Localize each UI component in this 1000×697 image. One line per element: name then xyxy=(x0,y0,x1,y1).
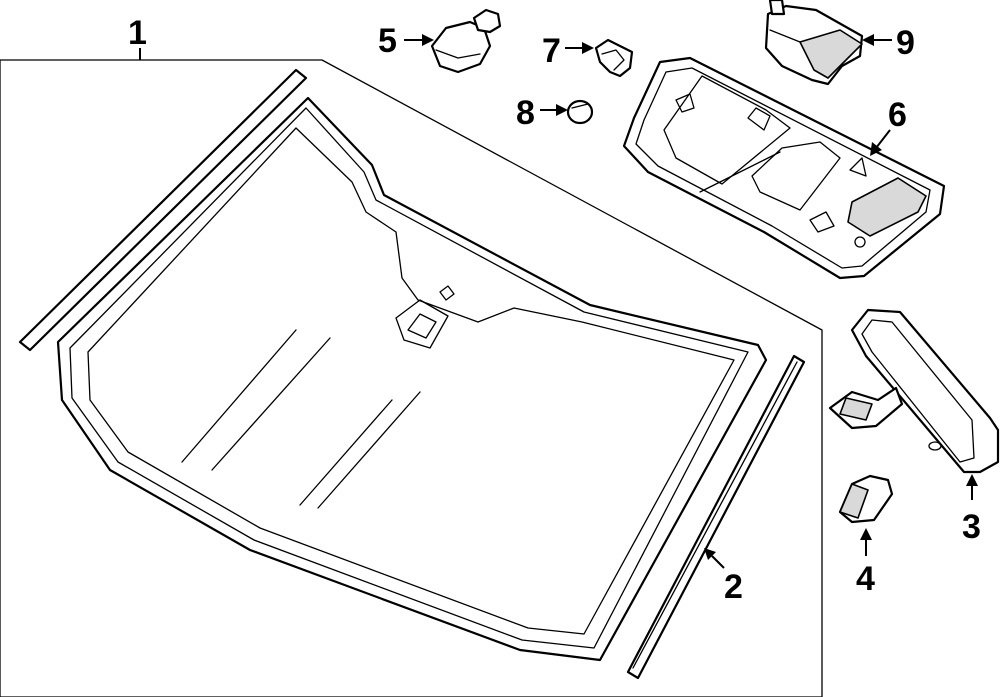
callout-9: 9 xyxy=(896,24,915,62)
overhead-console[interactable] xyxy=(622,56,946,280)
callout-5: 5 xyxy=(378,22,397,60)
callout-8: 8 xyxy=(516,94,535,132)
leader-lines xyxy=(404,34,978,569)
molding[interactable] xyxy=(626,354,806,680)
clip[interactable] xyxy=(594,38,634,78)
callout-4: 4 xyxy=(856,560,875,598)
callout-labels: 1 2 3 4 5 6 7 8 9 xyxy=(128,14,981,606)
side-molding-left[interactable] xyxy=(18,68,308,352)
plug[interactable] xyxy=(566,99,594,125)
callout-1: 1 xyxy=(128,14,147,52)
windshield-glass[interactable] xyxy=(56,96,768,662)
bracket[interactable] xyxy=(764,0,864,86)
callout-6: 6 xyxy=(888,96,907,134)
callout-3: 3 xyxy=(962,508,981,546)
callout-7: 7 xyxy=(542,32,561,70)
rain-sensor[interactable] xyxy=(430,8,502,74)
windshield-group-frame xyxy=(0,48,823,697)
mirror-cover[interactable] xyxy=(838,474,894,524)
rear-view-mirror[interactable] xyxy=(828,308,1000,474)
callout-2: 2 xyxy=(724,568,743,606)
